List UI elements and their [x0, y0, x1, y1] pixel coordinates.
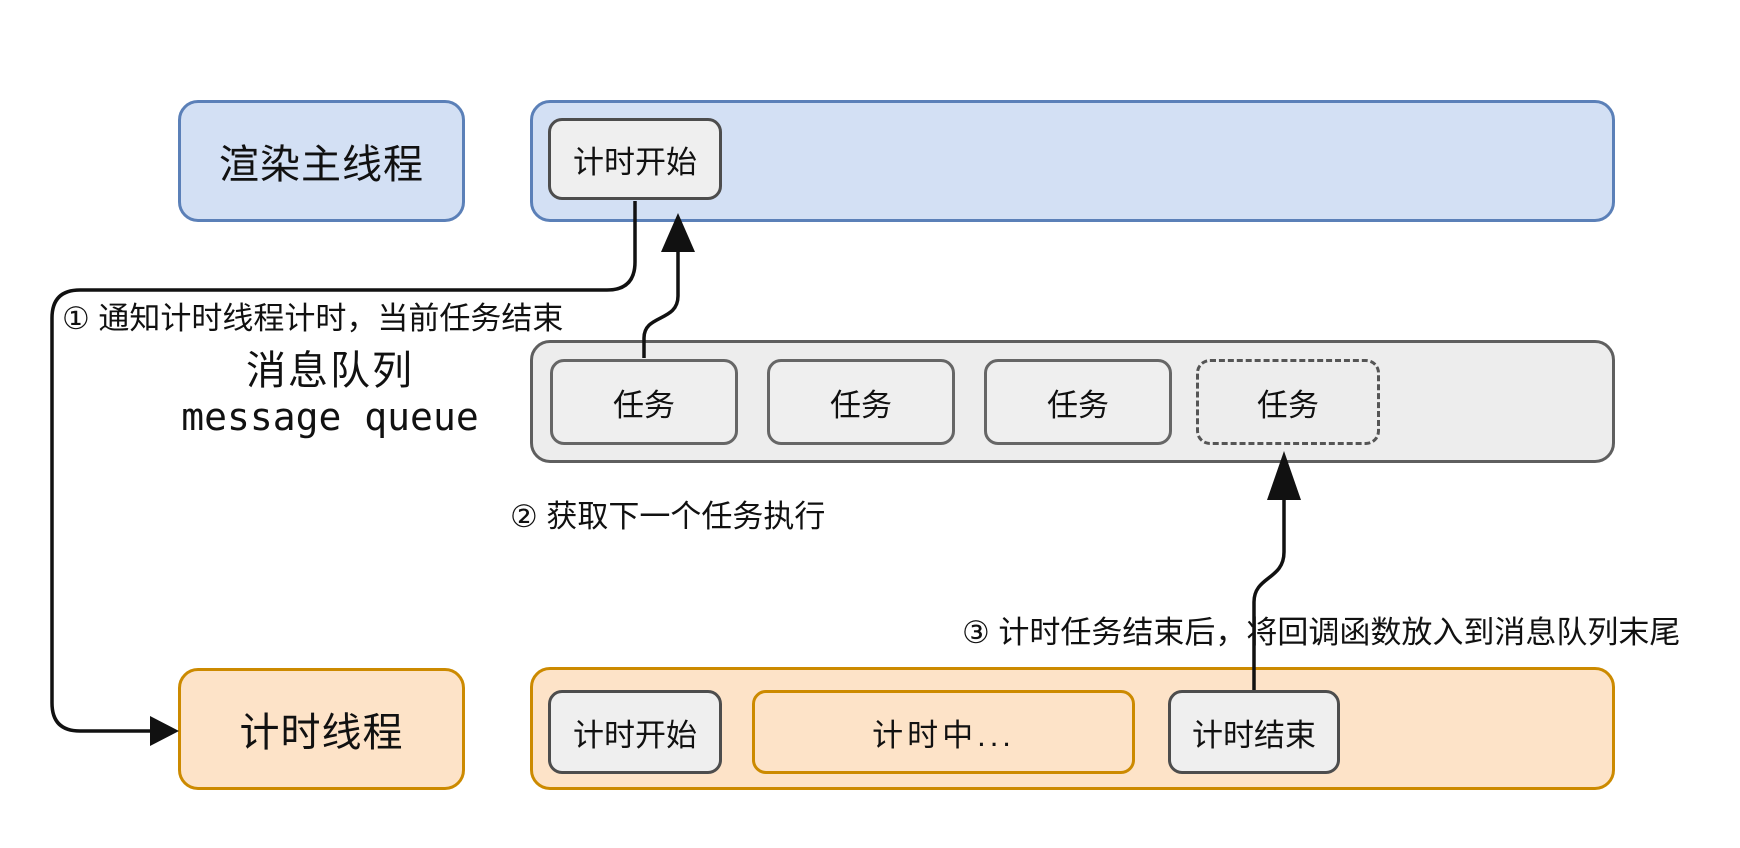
arrow-1-head-icon [150, 716, 179, 746]
message-queue-label: 消息队列 message queue [130, 348, 530, 440]
render-main-thread-label-box: 渲染主线程 [178, 100, 465, 222]
timing-in-progress-box: 计时中... [752, 690, 1135, 774]
timing-end-box: 计时结束 [1168, 690, 1340, 774]
arrow-1-path [50, 201, 637, 733]
timer-start-label-main-thread: 计时开始 [573, 144, 697, 180]
timing-end-label: 计时结束 [1192, 717, 1316, 753]
annotation-step2: ② 获取下一个任务执行 [510, 499, 826, 534]
task-box-3: 任务 [984, 359, 1172, 445]
annotation-step1: ① 通知计时线程计时，当前任务结束 [62, 301, 564, 336]
arrow-1-notify-timer-thread [50, 201, 637, 746]
task-box-pending-label: 任务 [1257, 387, 1319, 423]
arrow-3-push-callback-to-queue [1252, 451, 1301, 690]
arrow-2-fetch-next-task [642, 213, 695, 358]
task-box-3-label: 任务 [1047, 387, 1109, 423]
message-queue-label-zh: 消息队列 [246, 349, 414, 393]
message-queue-label-en: message queue [181, 395, 479, 439]
task-box-2-label: 任务 [830, 387, 892, 423]
timing-in-progress-label: 计时中... [872, 717, 1015, 753]
timing-start-label: 计时开始 [573, 717, 697, 753]
arrow-3-path [1252, 498, 1286, 690]
task-box-1-label: 任务 [613, 387, 675, 423]
timer-thread-label-box: 计时线程 [178, 668, 465, 790]
timer-thread-label: 计时线程 [239, 711, 404, 755]
render-main-thread-label: 渲染主线程 [219, 143, 424, 187]
annotation-step3: ③ 计时任务结束后，将回调函数放入到消息队列末尾 [962, 615, 1681, 650]
task-box-2: 任务 [767, 359, 955, 445]
timer-start-box-main-thread: 计时开始 [548, 118, 722, 200]
task-box-1: 任务 [550, 359, 738, 445]
timing-start-box: 计时开始 [548, 690, 722, 774]
task-box-pending-callback: 任务 [1196, 359, 1380, 445]
